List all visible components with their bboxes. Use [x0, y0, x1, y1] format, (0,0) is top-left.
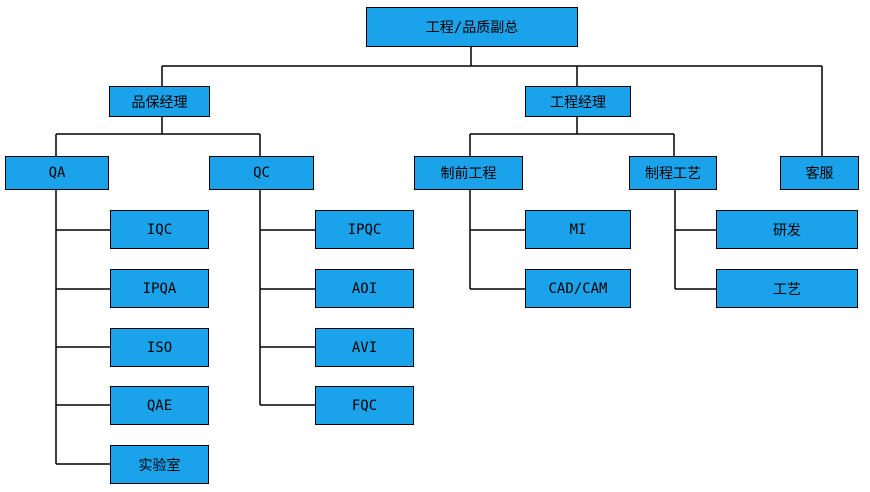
node-rnd: 研发: [716, 210, 858, 249]
node-process-engineering: 制程工艺: [629, 156, 717, 190]
node-qae: QAE: [110, 386, 209, 425]
node-quality-manager: 品保经理: [109, 86, 210, 117]
node-fqc: FQC: [315, 386, 414, 425]
node-aoi: AOI: [315, 269, 414, 308]
node-laboratory: 实验室: [110, 445, 209, 484]
node-preproduction-engineering: 制前工程: [414, 156, 523, 190]
node-craft: 工艺: [716, 269, 858, 308]
node-vp-engineering-quality: 工程/品质副总: [366, 7, 578, 47]
node-iqc: IQC: [110, 210, 209, 249]
node-engineering-manager: 工程经理: [525, 86, 631, 117]
node-customer-service: 客服: [780, 156, 859, 190]
node-mi: MI: [525, 210, 631, 249]
node-avi: AVI: [315, 328, 414, 367]
node-iso: ISO: [110, 328, 209, 367]
node-qc: QC: [209, 156, 314, 190]
node-cad-cam: CAD/CAM: [525, 269, 631, 308]
node-ipqc: IPQC: [315, 210, 414, 249]
node-ipqa: IPQA: [110, 269, 209, 308]
node-qa: QA: [5, 156, 109, 190]
